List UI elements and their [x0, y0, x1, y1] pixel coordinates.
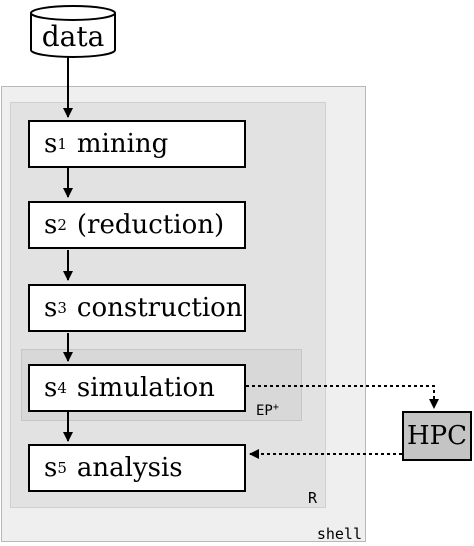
step-prefix: s: [44, 210, 58, 240]
step-prefix: s: [44, 293, 58, 323]
step-index: 3: [57, 298, 67, 317]
ep-label: EP+: [256, 402, 279, 419]
step-prefix: s: [44, 373, 58, 403]
step-name: (reduction): [76, 210, 225, 240]
step-prefix: s: [44, 453, 58, 483]
step-index: 4: [57, 378, 67, 397]
data-cylinder-icon: [30, 5, 116, 58]
arrow-s4-to-hpc: [246, 385, 439, 409]
step-name: construction: [76, 293, 243, 323]
ep-label-sup: +: [272, 402, 279, 413]
data-label: data: [41, 20, 105, 53]
step-index: 5: [57, 458, 67, 477]
step-index: 1: [57, 134, 67, 153]
step-prefix: s: [44, 129, 58, 159]
step-name: mining: [76, 129, 169, 159]
step-name: analysis: [76, 453, 183, 483]
hpc-node: HPC: [402, 411, 472, 461]
step-index: 2: [57, 215, 67, 234]
step-name: simulation: [76, 373, 215, 403]
shell-label: shell: [316, 525, 362, 543]
ep-label-base: EP: [256, 403, 273, 419]
r-label: R: [308, 489, 318, 507]
